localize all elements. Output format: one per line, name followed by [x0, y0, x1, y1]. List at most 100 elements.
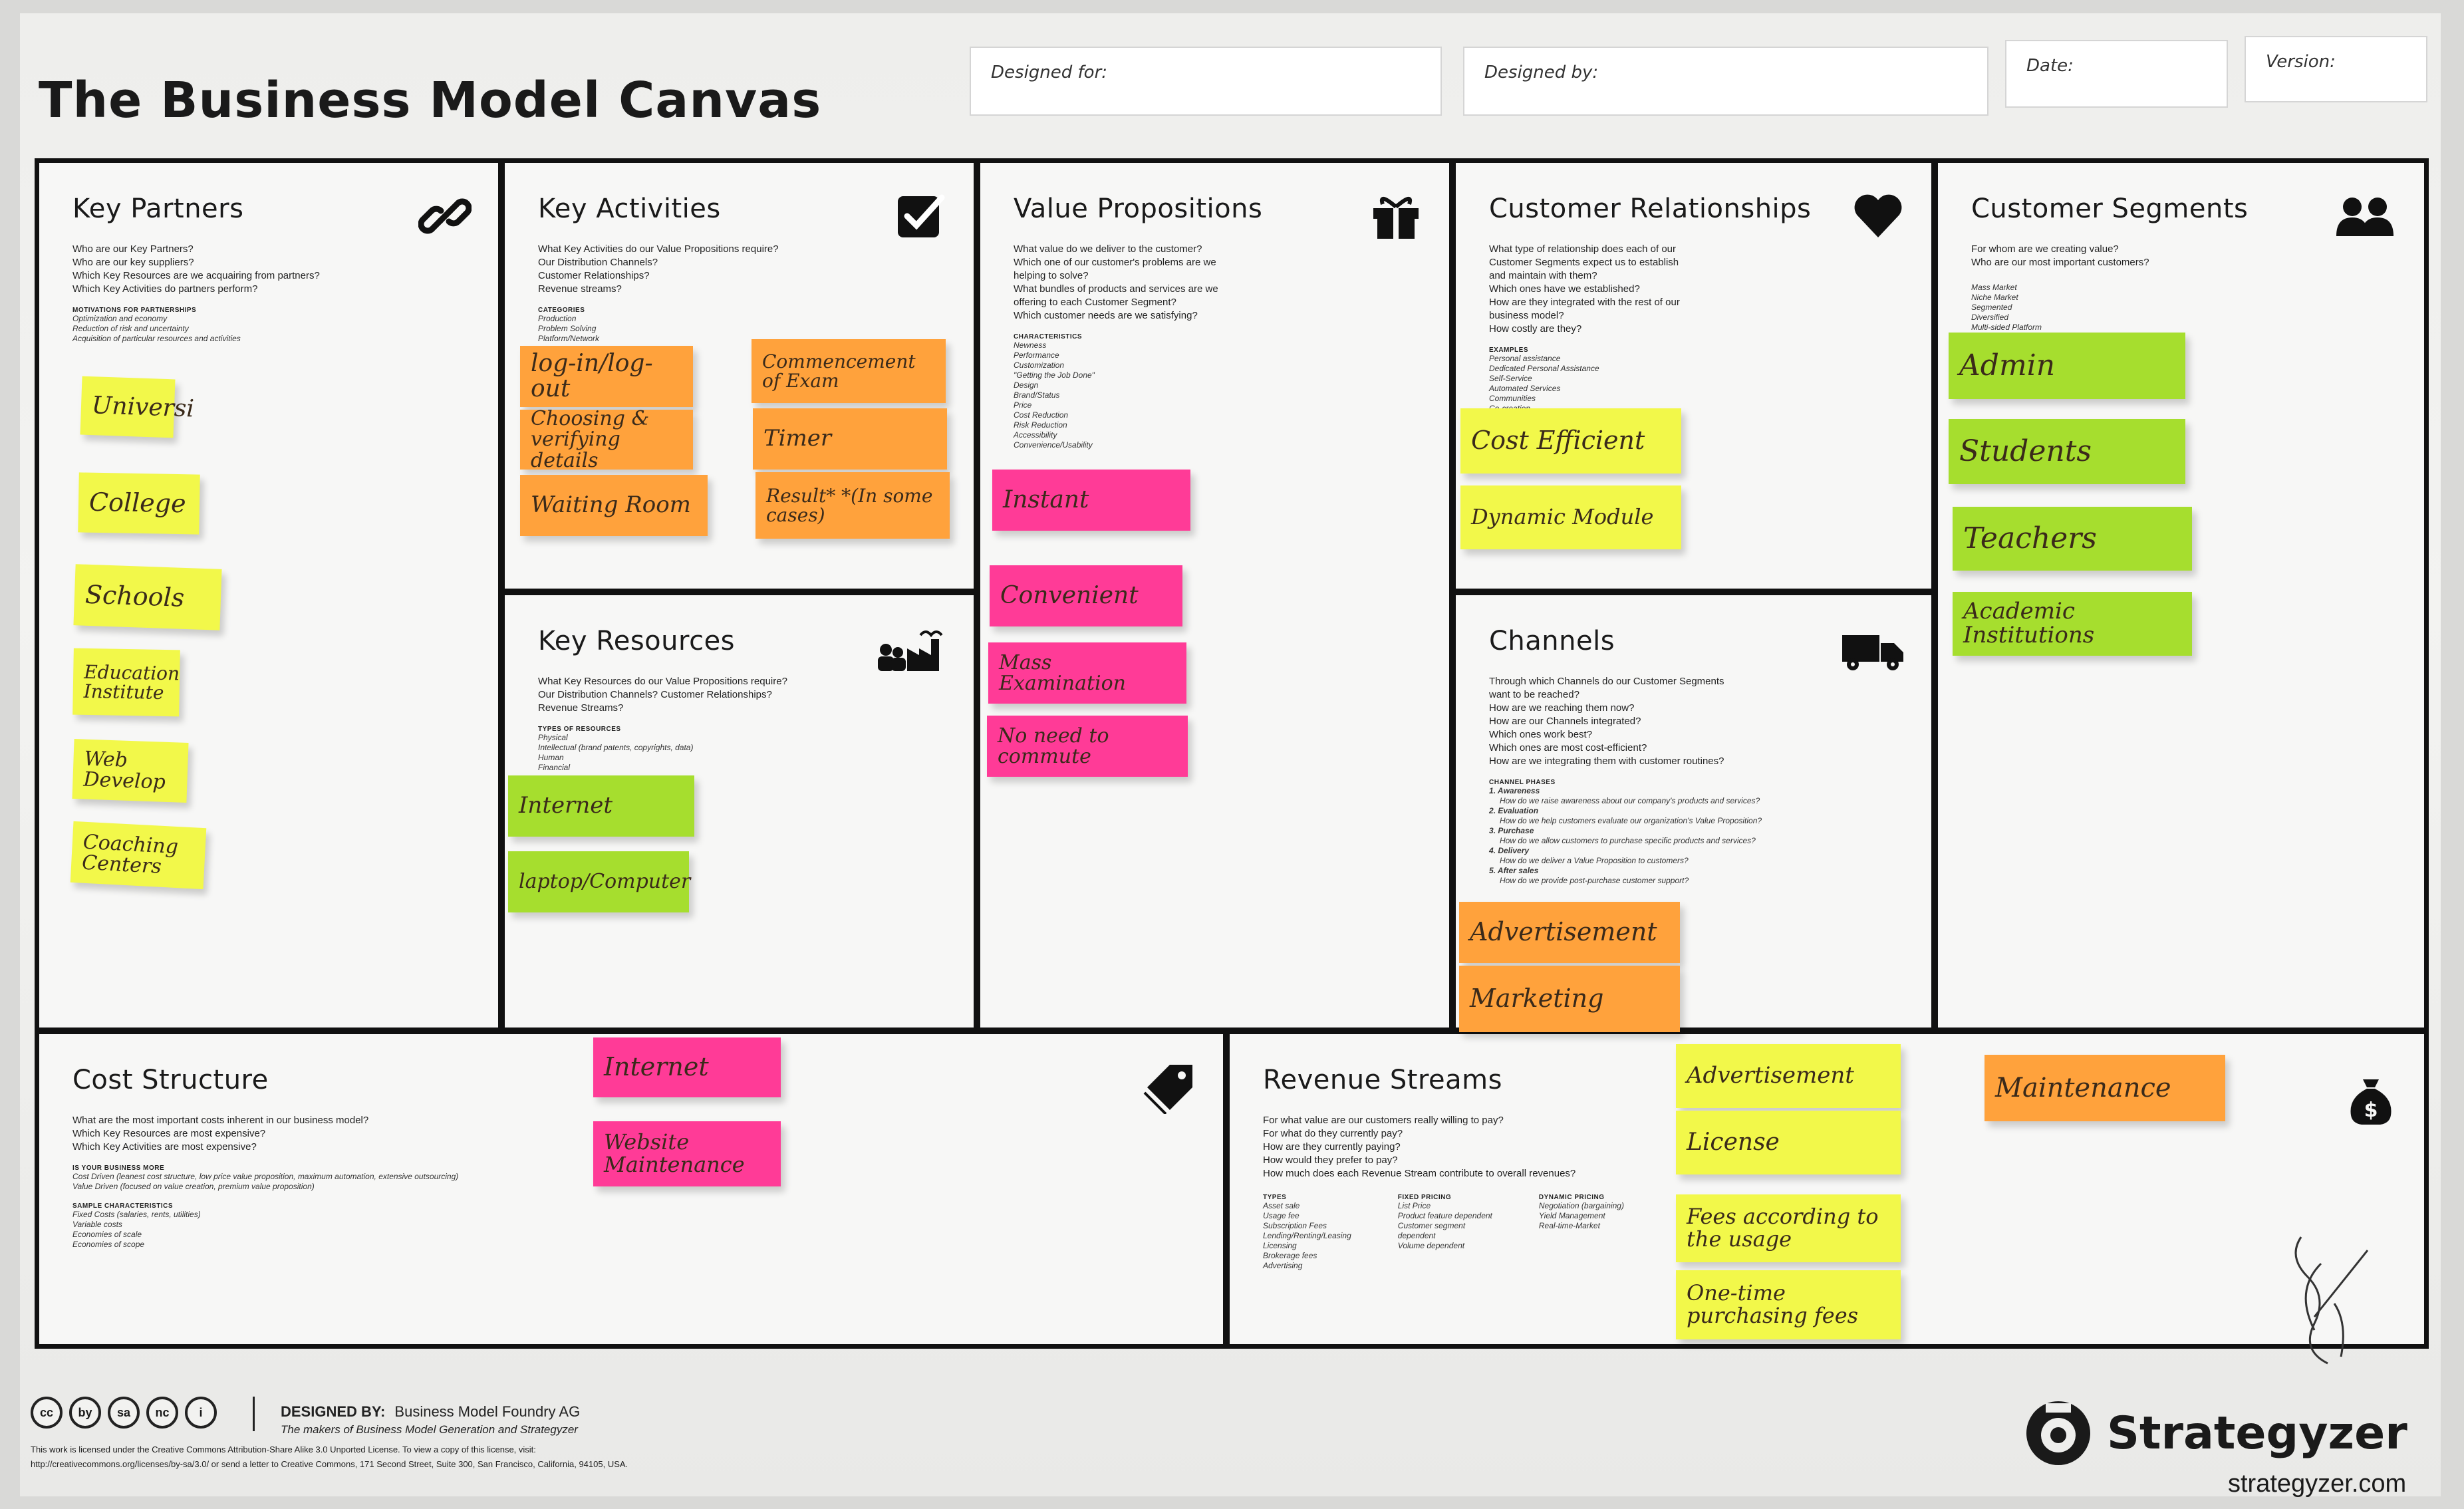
noncommercial-icon: nc	[146, 1397, 178, 1429]
version-field[interactable]: Version:	[2245, 36, 2427, 102]
value-prop-q: Which customer needs are we satisfying?	[1014, 310, 1198, 321]
svg-text:$: $	[2364, 1099, 2378, 1122]
strategyzer-icon	[2026, 1401, 2090, 1465]
cost-item: Cost Driven (leanest cost structure, low…	[72, 1172, 459, 1181]
rev-col-item: Real-time-Market	[1538, 1221, 1600, 1230]
rev-col-dynamic: Dynamic pricing Negotiation (bargaining)…	[1539, 1194, 1624, 1271]
rev-col-item: Licensing	[1263, 1241, 1297, 1250]
cust-rel-q: and maintain with them?	[1489, 270, 1597, 281]
sticky-note[interactable]: Convenient	[990, 565, 1182, 626]
cost-item: Economies of scale	[72, 1230, 142, 1239]
cust-rel-q: How costly are they?	[1489, 323, 1582, 335]
channels-title: Channels	[1489, 626, 1615, 656]
value-prop-q: Which one of our customer's problems are…	[1014, 257, 1216, 268]
sticky-note[interactable]: One-time purchasing fees	[1676, 1270, 1901, 1339]
sticky-note[interactable]: Internet	[508, 775, 694, 837]
sticky-note[interactable]: Academic Institutions	[1953, 592, 2192, 656]
channels-q: Which ones are most cost-efficient?	[1489, 742, 1647, 754]
sticky-note[interactable]: Schools	[73, 564, 222, 630]
sticky-note[interactable]: Timer	[753, 408, 947, 470]
sticky-note[interactable]: Admin	[1949, 333, 2185, 399]
sticky-note[interactable]: Advertisement	[1459, 902, 1680, 963]
key-resources-item: Intellectual (brand patents, copyrights,…	[538, 743, 694, 752]
cust-rel-item: Self-Service	[1489, 374, 1532, 383]
cust-seg-q: For whom are we creating value?	[1971, 243, 2119, 255]
key-activities-subhead: Categories	[538, 307, 585, 314]
key-activities-item: Production	[538, 314, 577, 323]
cust-seg-item: Mass Market	[1971, 283, 2017, 292]
sticky-note[interactable]: Result* *(In some cases)	[755, 472, 950, 539]
designed-by-field[interactable]: Designed by:	[1463, 47, 1988, 116]
key-activities-item: Problem Solving	[538, 324, 597, 333]
key-partners-q1: Who are our Key Partners?	[72, 243, 194, 255]
cost-subhead-2: Sample characteristics	[72, 1202, 174, 1210]
sticky-note[interactable]: Education Institute	[72, 648, 180, 717]
rev-q: How much does each Revenue Stream contri…	[1263, 1168, 1576, 1179]
rev-col-head: Fixed pricing	[1397, 1194, 1452, 1201]
cost-item: Economies of scope	[72, 1240, 145, 1249]
sticky-note[interactable]: log-in/log-out	[520, 346, 693, 407]
rev-col-item: Lending/Renting/Leasing	[1263, 1231, 1351, 1240]
cust-rel-q: Customer Segments expect us to establish	[1489, 257, 1679, 268]
license-line-2[interactable]: http://creativecommons.org/licenses/by-s…	[31, 1459, 628, 1469]
sticky-note[interactable]: Advertisement	[1676, 1044, 1901, 1108]
sticky-note[interactable]: College	[78, 472, 200, 535]
rev-col-item: Brokerage fees	[1263, 1251, 1317, 1260]
key-resources-item: Financial	[538, 763, 571, 772]
sticky-note[interactable]: Students	[1949, 419, 2185, 484]
sticky-note[interactable]: Choosing & verifying details	[520, 408, 693, 471]
heart-icon	[1851, 190, 1905, 243]
sticky-note[interactable]: Teachers	[1953, 507, 2192, 571]
value-prop-q: helping to solve?	[1014, 270, 1089, 281]
channel-phase-desc: How do we allow customers to purchase sp…	[1500, 836, 1756, 845]
gift-icon	[1369, 190, 1423, 243]
sticky-note[interactable]: Mass Examination	[988, 642, 1186, 704]
date-field[interactable]: Date:	[2005, 40, 2228, 108]
sticky-note[interactable]: Instant	[992, 470, 1190, 531]
cost-structure-title: Cost Structure	[72, 1065, 269, 1095]
key-activities-title: Key Activities	[538, 194, 721, 224]
brand-url[interactable]: strategyzer.com	[2228, 1470, 2407, 1498]
sticky-note[interactable]: Fees according to the usage	[1676, 1194, 1901, 1262]
sticky-note[interactable]: Dynamic Module	[1460, 485, 1681, 549]
rev-col-item: Negotiation (bargaining)	[1538, 1201, 1624, 1210]
rev-q: For what do they currently pay?	[1263, 1128, 1403, 1139]
sticky-note[interactable]: Waiting Room	[520, 475, 708, 536]
key-resources-q1: What Key Resources do our Value Proposit…	[538, 676, 787, 687]
footer-divider	[253, 1397, 255, 1431]
sticky-note[interactable]: Cost Efficient	[1460, 408, 1681, 474]
rev-q: For what value are our customers really …	[1263, 1115, 1504, 1126]
sticky-note[interactable]: License	[1676, 1111, 1901, 1174]
cost-item: Value Driven (focused on value creation,…	[72, 1182, 315, 1191]
date-label: Date:	[2026, 56, 2074, 76]
sticky-note[interactable]: Website Maintenance	[593, 1121, 781, 1186]
channels-q: want to be reached?	[1489, 689, 1579, 700]
strategyzer-logo[interactable]: Strategyzer	[2022, 1397, 2407, 1470]
sticky-note[interactable]: Web Develop	[72, 739, 189, 803]
channel-phase: 3. Purchase	[1489, 826, 1534, 835]
rev-col-item: Yield Management	[1538, 1211, 1605, 1220]
designed-for-field[interactable]: Designed for:	[970, 47, 1442, 116]
sticky-note[interactable]: Internet	[593, 1037, 781, 1097]
sticky-note[interactable]: Maintenance	[1985, 1055, 2225, 1121]
key-partners-q2: Who are our key suppliers?	[72, 257, 194, 268]
value-prop-item: Performance	[1014, 350, 1059, 360]
sticky-note[interactable]: Marketing	[1459, 966, 1680, 1032]
sticky-note[interactable]: Universi	[80, 376, 195, 438]
channels-q: How are our Channels integrated?	[1489, 716, 1641, 727]
key-activities-q4: Revenue streams?	[538, 283, 622, 295]
value-prop-item: Customization	[1014, 360, 1065, 370]
channels-q: How are we reaching them now?	[1489, 702, 1635, 714]
sticky-note[interactable]: Commencement of Exam	[752, 339, 946, 403]
sticky-note[interactable]: No need to commute	[987, 716, 1188, 777]
rev-col-item: dependent	[1397, 1231, 1436, 1240]
channels-q: How are we integrating them with custome…	[1489, 755, 1724, 767]
sticky-note[interactable]: Coaching Centers	[70, 821, 207, 890]
key-resources-item: Physical	[538, 733, 568, 742]
rev-col-item: Asset sale	[1263, 1201, 1300, 1210]
key-partners-q3: Which Key Resources are we acquairing fr…	[72, 270, 320, 281]
value-prop-item: Convenience/Usability	[1014, 440, 1093, 450]
value-prop-item: Cost Reduction	[1014, 410, 1069, 420]
rev-col-item: Advertising	[1263, 1261, 1303, 1270]
sticky-note[interactable]: laptop/Computer	[508, 851, 690, 912]
